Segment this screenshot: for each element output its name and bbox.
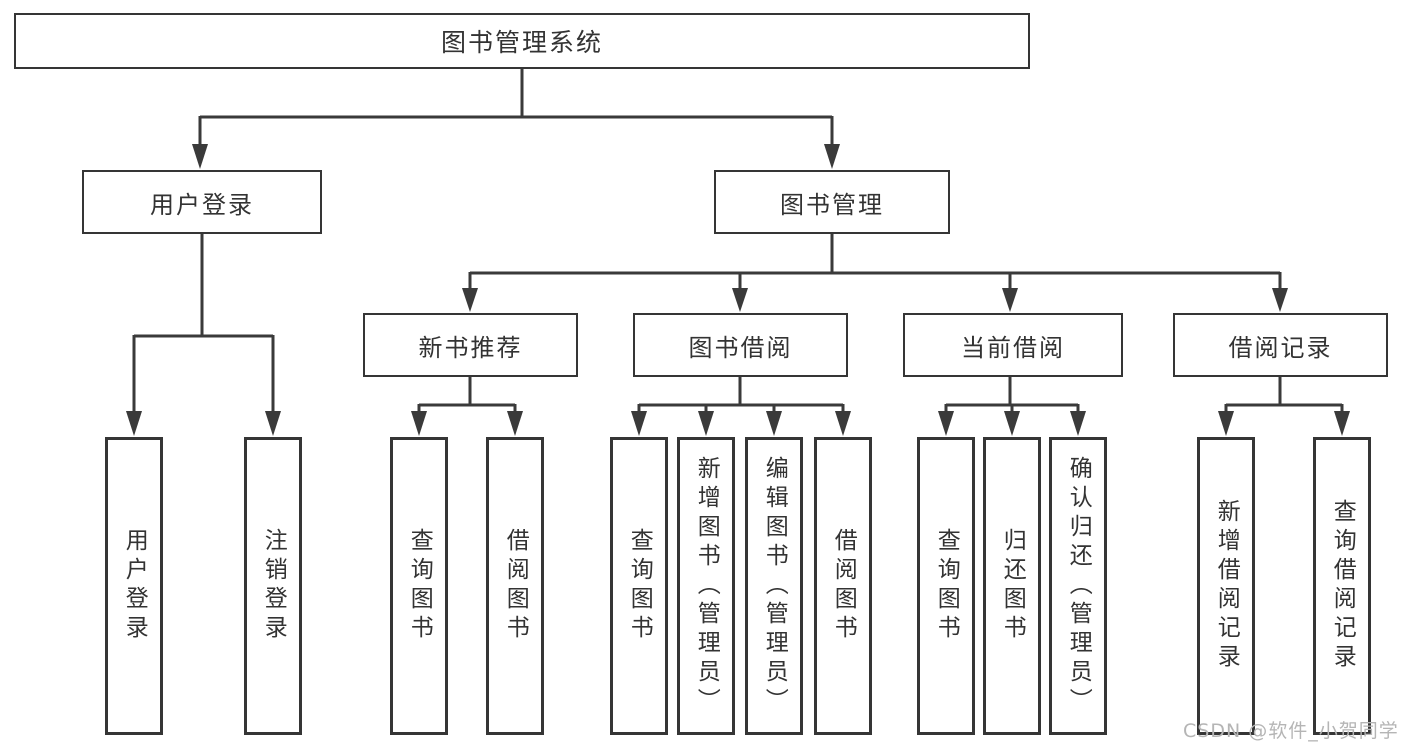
leaf-confirm-return-admin-label: 确认归还（管理员） [1065,455,1092,717]
connector-user-login [132,234,275,413]
leaf-logout-label: 注销登录 [260,528,287,644]
connector-book-management [468,234,1282,290]
leaf-query-books-3: 查询图书 [917,437,975,735]
node-user-login: 用户登录 [82,170,322,234]
leaf-return-books: 归还图书 [983,437,1041,735]
leaf-add-borrow-record: 新增借阅记录 [1197,437,1255,735]
arrowhead-icon [732,288,748,312]
arrowhead-icon [462,288,478,312]
leaf-edit-books-admin: 编辑图书（管理员） [745,437,803,735]
connector-root [198,69,834,146]
leaf-query-books-2-label: 查询图书 [626,528,653,644]
node-user-login-label: 用户登录 [150,190,254,219]
arrowhead-icon [938,411,954,436]
leaf-query-borrow-record-label: 查询借阅记录 [1329,499,1356,673]
node-root-label: 图书管理系统 [440,28,603,57]
leaf-user-login: 用户登录 [105,437,163,735]
connector-current-borrowing [944,377,1080,413]
leaf-add-books-admin-label: 新增图书（管理员） [693,455,720,717]
leaf-query-books-2: 查询图书 [610,437,668,735]
leaf-borrow-books-1-label: 借阅图书 [502,528,529,644]
leaf-add-books-admin: 新增图书（管理员） [677,437,735,735]
arrowhead-icon [698,411,714,436]
node-book-borrowing: 图书借阅 [633,313,848,377]
leaf-confirm-return-admin: 确认归还（管理员） [1049,437,1107,735]
node-book-management-label: 图书管理 [780,190,884,219]
connector-book-borrowing [637,377,845,413]
arrowhead-icon [824,144,840,169]
arrowhead-icon [835,411,851,436]
leaf-borrow-books-2: 借阅图书 [814,437,872,735]
leaf-edit-books-admin-label: 编辑图书（管理员） [761,455,788,717]
leaf-query-borrow-record: 查询借阅记录 [1313,437,1371,735]
arrowhead-icon [1272,288,1288,312]
node-borrowing-records-label: 借阅记录 [1228,333,1333,362]
arrowhead-icon [126,411,142,436]
arrowhead-icon [265,411,281,436]
arrowhead-icon [1070,411,1086,436]
node-new-book-recommend-label: 新书推荐 [418,333,523,362]
arrowhead-icon [1002,288,1018,312]
node-new-book-recommend: 新书推荐 [363,313,578,377]
arrowhead-icon [1004,411,1020,436]
leaf-query-books-1: 查询图书 [390,437,448,735]
arrowhead-icon [766,411,782,436]
connector-new-book-recommend [417,377,517,413]
leaf-query-books-3-label: 查询图书 [933,528,960,644]
arrowhead-icon [411,411,427,436]
leaf-logout: 注销登录 [244,437,302,735]
node-book-borrowing-label: 图书借阅 [688,333,793,362]
arrowhead-icon [1218,411,1234,436]
arrowhead-icon [631,411,647,436]
leaf-user-login-label: 用户登录 [121,528,148,644]
leaf-query-books-1-label: 查询图书 [406,528,433,644]
arrowhead-icon [507,411,523,436]
node-root: 图书管理系统 [14,13,1030,69]
node-book-management: 图书管理 [714,170,950,234]
leaf-borrow-books-2-label: 借阅图书 [830,528,857,644]
leaf-borrow-books-1: 借阅图书 [486,437,544,735]
connector-borrowing-records [1224,377,1344,413]
leaf-add-borrow-record-label: 新增借阅记录 [1213,499,1240,673]
watermark: CSDN @软件_小贺同学 [1183,720,1399,742]
node-current-borrowing-label: 当前借阅 [961,333,1065,362]
node-borrowing-records: 借阅记录 [1173,313,1388,377]
arrowhead-icon [192,144,208,169]
leaf-return-books-label: 归还图书 [999,528,1026,644]
arrowhead-icon [1334,411,1350,436]
node-current-borrowing: 当前借阅 [903,313,1123,377]
